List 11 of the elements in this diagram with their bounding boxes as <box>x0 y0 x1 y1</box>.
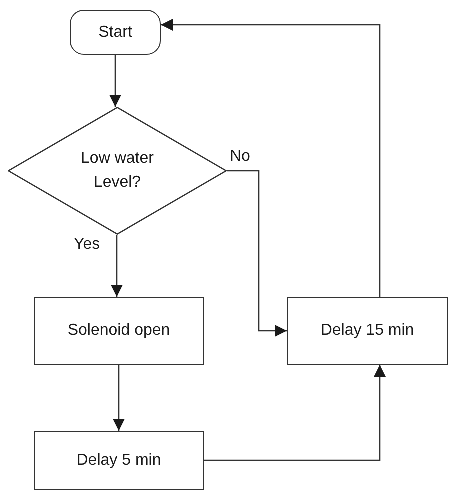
process-box: Delay 5 min <box>34 431 204 490</box>
process-box: Solenoid open <box>34 297 204 365</box>
arrow <box>110 55 122 107</box>
arrow <box>204 365 386 462</box>
arrow <box>227 170 287 337</box>
decision-diamond: Low water Level? <box>8 107 227 235</box>
arrow <box>111 235 123 297</box>
arrow <box>161 19 381 297</box>
process-box: Delay 15 min <box>287 297 448 365</box>
arrow <box>113 365 125 431</box>
start-terminal: Start <box>70 10 161 55</box>
